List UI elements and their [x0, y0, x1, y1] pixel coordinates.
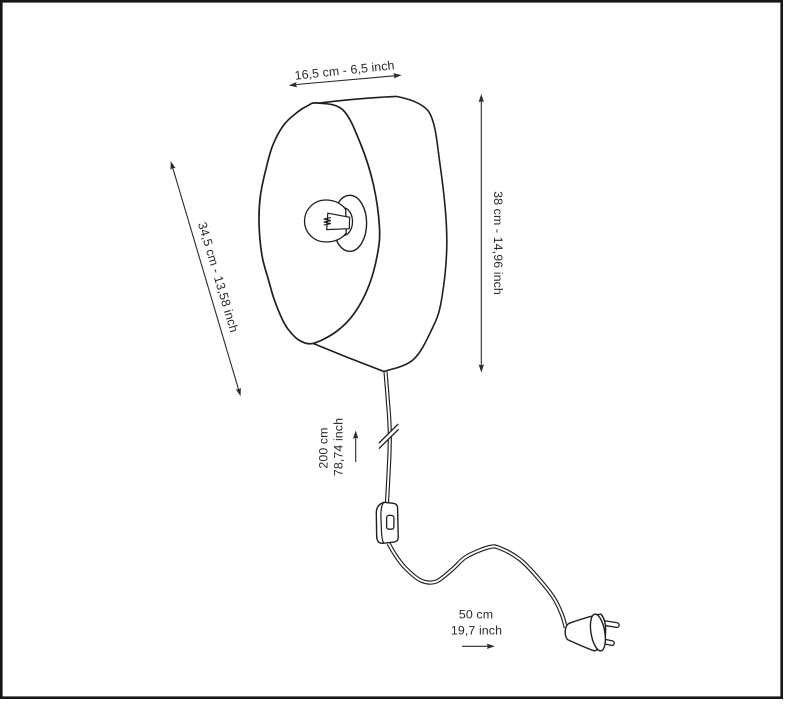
svg-text:50 cm: 50 cm	[459, 608, 493, 622]
svg-text:78,74 inch: 78,74 inch	[332, 418, 346, 476]
svg-text:19,7 inch: 19,7 inch	[451, 623, 502, 637]
svg-text:200 cm: 200 cm	[317, 427, 331, 468]
svg-text:38 cm - 14,96 inch: 38 cm - 14,96 inch	[491, 191, 505, 295]
